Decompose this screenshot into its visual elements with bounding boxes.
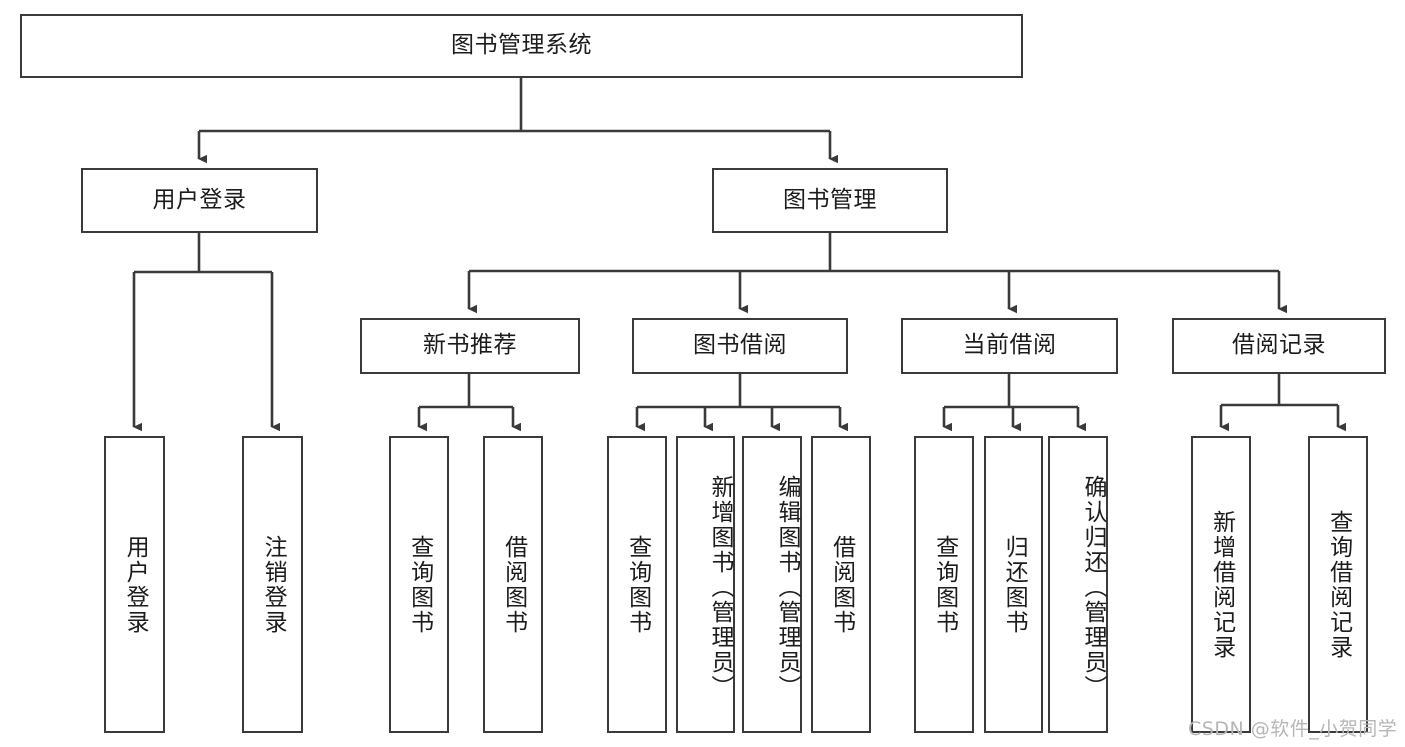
node-leaf-logout[interactable]: 注销登录 <box>242 436 303 733</box>
node-leaf-confirm-return[interactable]: 确认归还（管理员） <box>1048 436 1108 733</box>
node-leaf-add-book[interactable]: 新增图书（管理员） <box>676 436 735 733</box>
node-leaf-query-record[interactable]: 查询借阅记录 <box>1308 436 1368 733</box>
node-leaf-add-record[interactable]: 新增借阅记录 <box>1191 436 1251 733</box>
node-leaf-return-book[interactable]: 归还图书 <box>984 436 1043 733</box>
node-leaf-query-book-2[interactable]: 查询图书 <box>607 436 667 733</box>
node-book-management[interactable]: 图书管理 <box>712 168 948 233</box>
node-leaf-borrow-book-2[interactable]: 借阅图书 <box>811 436 871 733</box>
node-leaf-user-login[interactable]: 用户登录 <box>104 436 165 733</box>
node-root-system[interactable]: 图书管理系统 <box>20 14 1023 78</box>
node-borrow-record[interactable]: 借阅记录 <box>1172 318 1386 374</box>
node-leaf-query-book-3[interactable]: 查询图书 <box>914 436 974 733</box>
node-book-borrow[interactable]: 图书借阅 <box>632 318 848 374</box>
node-leaf-edit-book[interactable]: 编辑图书（管理员） <box>742 436 802 733</box>
node-new-book-recommend[interactable]: 新书推荐 <box>360 318 580 374</box>
node-leaf-borrow-book-1[interactable]: 借阅图书 <box>483 436 543 733</box>
node-current-borrow[interactable]: 当前借阅 <box>901 318 1118 374</box>
node-leaf-query-book-1[interactable]: 查询图书 <box>389 436 449 733</box>
node-user-login[interactable]: 用户登录 <box>81 168 318 233</box>
watermark-credit: CSDN @软件_小贺同学 <box>1188 718 1398 740</box>
